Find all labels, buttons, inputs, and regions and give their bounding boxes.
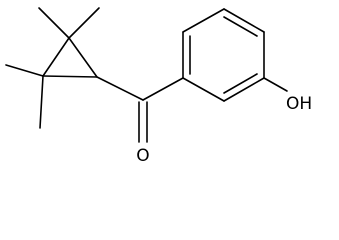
methyl-bond-top-left: [38, 7, 70, 39]
ketone-oxygen-label: O: [136, 146, 149, 166]
methyl-bond-left: [5, 64, 44, 77]
hydroxyl-group: OH: [263, 77, 312, 114]
gem-dimethyl-top: [38, 7, 100, 39]
ring-bond-3: [68, 37, 98, 78]
carbonyl-aryl-bond: [142, 77, 184, 101]
aryl-inner-double-2: [223, 16, 258, 37]
chemical-structure: O OH: [5, 7, 312, 166]
aryl-inner-double-3: [223, 73, 258, 94]
benzene-ring: [182, 8, 265, 102]
hydroxyl-label: OH: [286, 94, 312, 114]
aryl-bond-2: [182, 8, 225, 33]
cyclopropane-ring: [42, 37, 98, 78]
methyl-bond-top-right: [68, 7, 100, 39]
ring-bond-1: [42, 37, 70, 77]
methyl-bond-down: [39, 75, 44, 129]
hydroxyl-bond: [263, 77, 288, 92]
aryl-bond-5: [223, 77, 265, 102]
gem-dimethyl-left: [5, 64, 44, 129]
ketone-group: O: [96, 76, 184, 166]
aryl-bond-6: [182, 77, 225, 102]
aryl-bond-3: [223, 8, 265, 33]
ring-bond-2: [42, 75, 98, 78]
cyclopropyl-carbonyl-bond: [96, 76, 144, 101]
